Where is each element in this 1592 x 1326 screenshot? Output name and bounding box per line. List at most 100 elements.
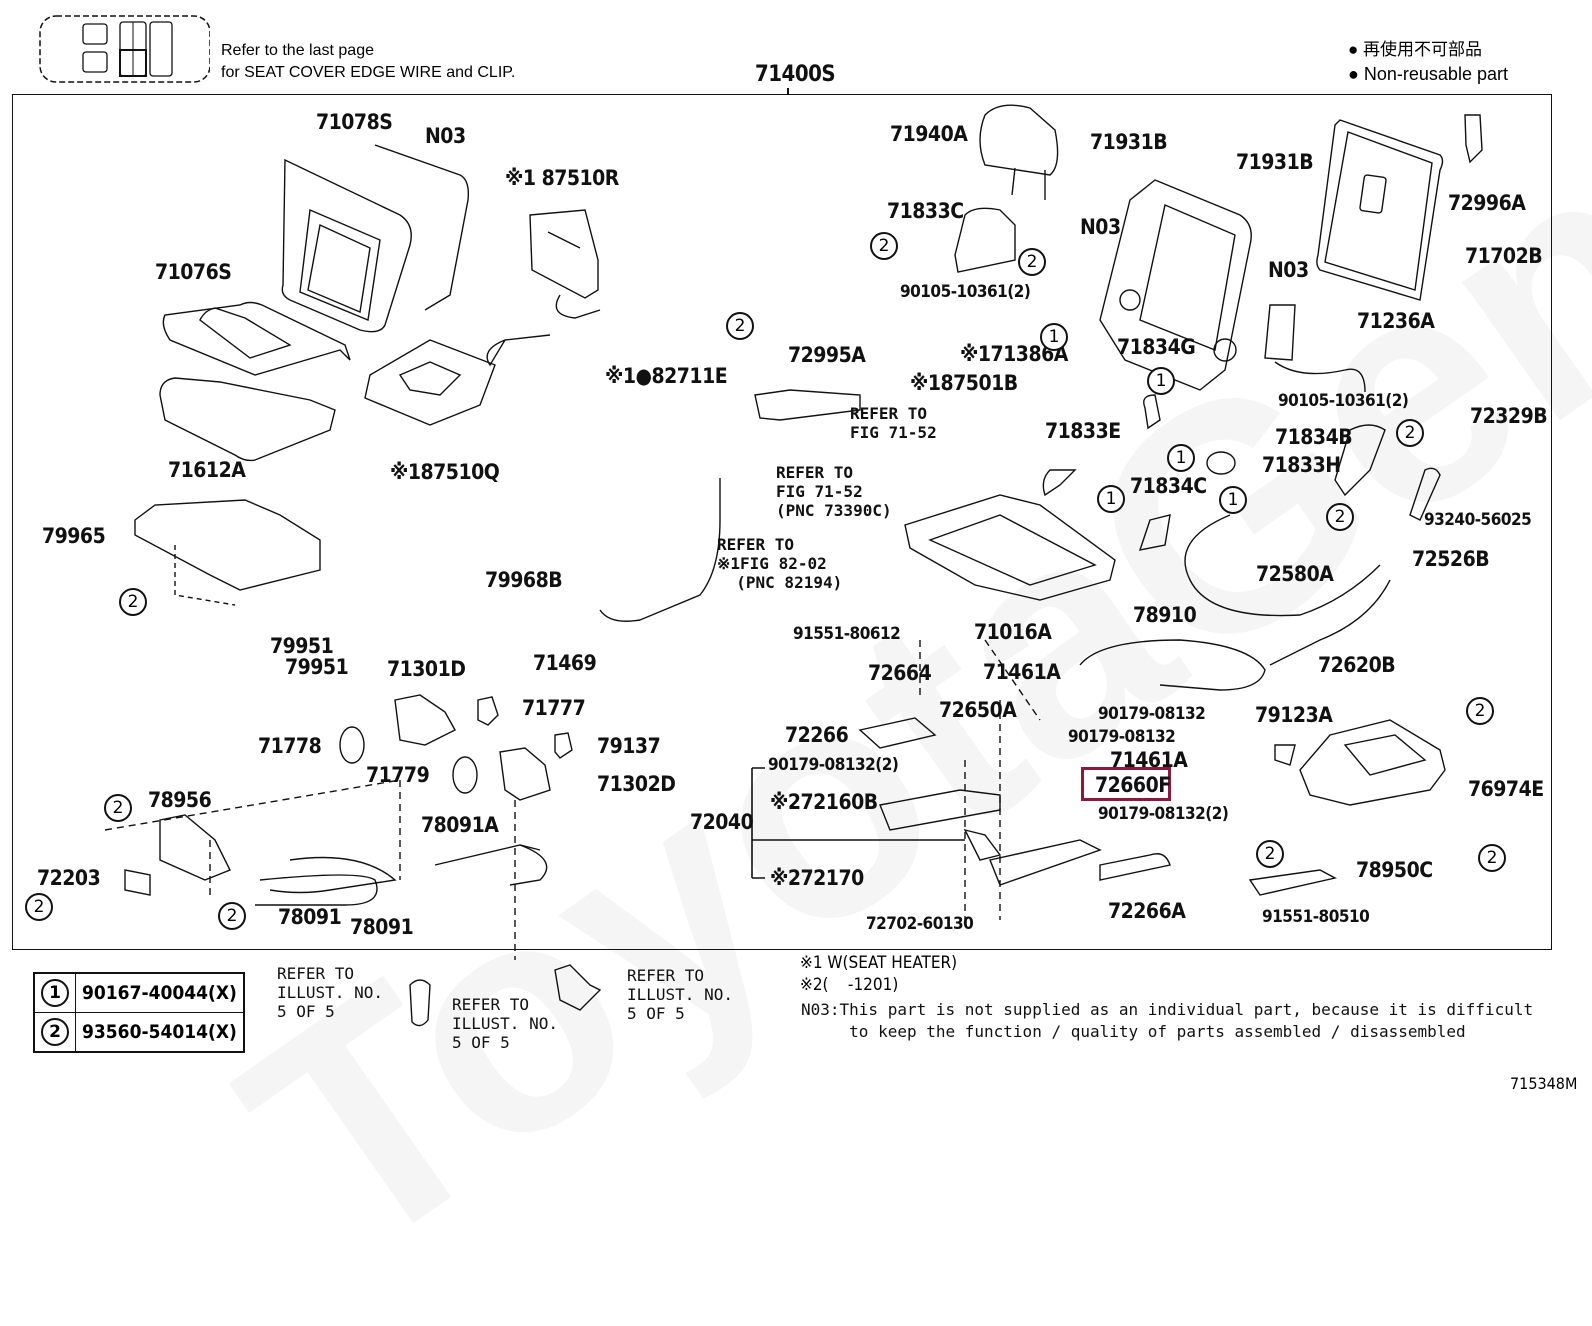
- part-label[interactable]: 71834C: [1130, 474, 1207, 498]
- part-72995a-shape: [754, 389, 861, 421]
- part-label[interactable]: 72266A: [1108, 899, 1186, 923]
- refer-part-a-shape: [409, 979, 431, 1027]
- part-label[interactable]: 78091A: [421, 813, 499, 837]
- part-label[interactable]: 91551-80510: [1262, 907, 1370, 927]
- part-label[interactable]: 72526B: [1412, 547, 1490, 571]
- part-label[interactable]: 71078S: [316, 110, 393, 134]
- part-label[interactable]: N03: [1080, 215, 1121, 239]
- callout-1: 1: [1097, 485, 1125, 513]
- seat-layout-icon: [39, 15, 210, 83]
- part-label[interactable]: 90179-08132(2): [768, 755, 899, 775]
- part-label[interactable]: 76974E: [1468, 777, 1544, 801]
- part-label[interactable]: 71834B: [1275, 425, 1353, 449]
- note-line-2: for SEAT COVER EDGE WIRE and CLIP.: [221, 64, 516, 82]
- cover-71833e-shape: [1042, 469, 1077, 497]
- part-label[interactable]: 71016A: [974, 620, 1052, 644]
- part-label[interactable]: 71612A: [168, 458, 246, 482]
- note-line-1: Refer to the last page: [221, 42, 374, 59]
- part-label[interactable]: 71302D: [597, 772, 676, 796]
- part-label[interactable]: 71779: [366, 763, 430, 787]
- callout-2: 2: [218, 902, 246, 930]
- assembly-number: 71400S: [755, 62, 836, 87]
- part-label[interactable]: 71833E: [1045, 419, 1121, 443]
- legend-part[interactable]: 90167-40044(X): [74, 972, 245, 1013]
- part-label[interactable]: 79951: [270, 634, 334, 658]
- part-label[interactable]: 78910: [1133, 603, 1197, 627]
- part-label[interactable]: 71778: [258, 734, 322, 758]
- part-label[interactable]: 72580A: [1256, 562, 1334, 586]
- part-label[interactable]: 78956: [148, 788, 212, 812]
- part-label[interactable]: 71833H: [1262, 453, 1341, 477]
- part-label[interactable]: N03: [1268, 258, 1309, 282]
- part-label[interactable]: 71940A: [890, 122, 968, 146]
- part-label[interactable]: ※187501B: [910, 371, 1018, 395]
- refer-illust-b[interactable]: REFER TO ILLUST. NO. 5 OF 5: [452, 995, 558, 1053]
- part-label[interactable]: 90179-08132(2): [1098, 804, 1229, 824]
- part-label[interactable]: 72650A: [939, 698, 1017, 722]
- callout-2: 2: [1326, 503, 1354, 531]
- part-label[interactable]: 91551-80612: [793, 624, 901, 644]
- part-label[interactable]: 72040: [690, 810, 754, 834]
- part-label[interactable]: 93240-56025: [1424, 510, 1532, 530]
- part-label[interactable]: 71469: [533, 651, 597, 675]
- part-label[interactable]: 71236A: [1357, 309, 1435, 333]
- refer-fig-82-02[interactable]: REFER TO ※1FIG 82-02 (PNC 82194): [717, 535, 843, 593]
- part-label[interactable]: 78091: [350, 915, 414, 939]
- part-label[interactable]: 90105-10361(2): [1278, 391, 1409, 411]
- part-label[interactable]: 90105-10361(2): [900, 282, 1031, 302]
- part-label[interactable]: ※187510Q: [390, 460, 500, 484]
- part-label-highlighted[interactable]: 72660F: [1095, 773, 1171, 797]
- part-label[interactable]: 71461A: [1110, 748, 1188, 772]
- cable-78091-shape: [269, 856, 397, 894]
- part-label[interactable]: ※272160B: [770, 790, 878, 814]
- part-label[interactable]: 72203: [37, 866, 101, 890]
- part-label[interactable]: 90179-08132: [1098, 704, 1206, 724]
- callout-2: 2: [1018, 248, 1046, 276]
- seat-cushion-shape: [159, 301, 351, 462]
- refer-fig-71-52-pnc[interactable]: REFER TO FIG 71-52 (PNC 73390C): [776, 463, 892, 521]
- callout-2: 2: [1478, 844, 1506, 872]
- part-label[interactable]: ※272170: [770, 866, 864, 890]
- part-label[interactable]: 72664: [868, 661, 932, 685]
- callout-1: 1: [1147, 367, 1175, 395]
- part-label[interactable]: 72329B: [1470, 404, 1548, 428]
- legend-en-text: Non-reusable part: [1363, 64, 1508, 84]
- callout-1: 1: [1219, 486, 1247, 514]
- part-label[interactable]: 78950C: [1356, 858, 1433, 882]
- part-label[interactable]: 78091: [278, 905, 342, 929]
- part-label[interactable]: 79968B: [485, 568, 563, 592]
- part-label[interactable]: ※1●82711E: [605, 364, 728, 388]
- part-label[interactable]: 79123A: [1255, 703, 1333, 727]
- refer-illust-c[interactable]: REFER TO ILLUST. NO. 5 OF 5: [627, 966, 733, 1024]
- cable-78910-shape: [1079, 639, 1266, 691]
- part-label[interactable]: 72996A: [1448, 191, 1526, 215]
- refer-illust-a[interactable]: REFER TO ILLUST. NO. 5 OF 5: [277, 964, 383, 1022]
- part-label[interactable]: 72995A: [788, 343, 866, 367]
- part-72996a-shape: [1464, 114, 1483, 164]
- part-label[interactable]: 71702B: [1465, 244, 1543, 268]
- part-label[interactable]: 71931B: [1090, 130, 1168, 154]
- part-label[interactable]: 79951: [285, 655, 349, 679]
- bullet-icon: ●: [1348, 40, 1359, 59]
- figure-id: 715348M: [1510, 1074, 1578, 1093]
- part-label[interactable]: 71461A: [983, 660, 1061, 684]
- part-label[interactable]: 72620B: [1318, 653, 1396, 677]
- part-label[interactable]: 71777: [522, 696, 586, 720]
- part-label[interactable]: ※1 87510R: [505, 166, 619, 190]
- refer-fig-71-52[interactable]: REFER TO FIG 71-52: [850, 404, 937, 443]
- part-label[interactable]: 71833C: [887, 199, 964, 223]
- part-label[interactable]: 90179-08132: [1068, 727, 1176, 747]
- part-72266-shape: [858, 717, 937, 749]
- callout-2: 2: [726, 312, 754, 340]
- part-label[interactable]: 71301D: [387, 657, 466, 681]
- part-label[interactable]: 72702-60130: [866, 914, 974, 934]
- legend-part[interactable]: 93560-54014(X): [74, 1012, 245, 1053]
- part-label[interactable]: N03: [425, 124, 466, 148]
- part-label[interactable]: 79137: [597, 734, 661, 758]
- part-label[interactable]: 71076S: [155, 260, 232, 284]
- part-label[interactable]: 71931B: [1236, 150, 1314, 174]
- part-label[interactable]: ※171386A: [960, 342, 1068, 366]
- part-label[interactable]: 71834G: [1117, 335, 1196, 359]
- part-label[interactable]: 72266: [785, 723, 849, 747]
- part-label[interactable]: 79965: [42, 524, 106, 548]
